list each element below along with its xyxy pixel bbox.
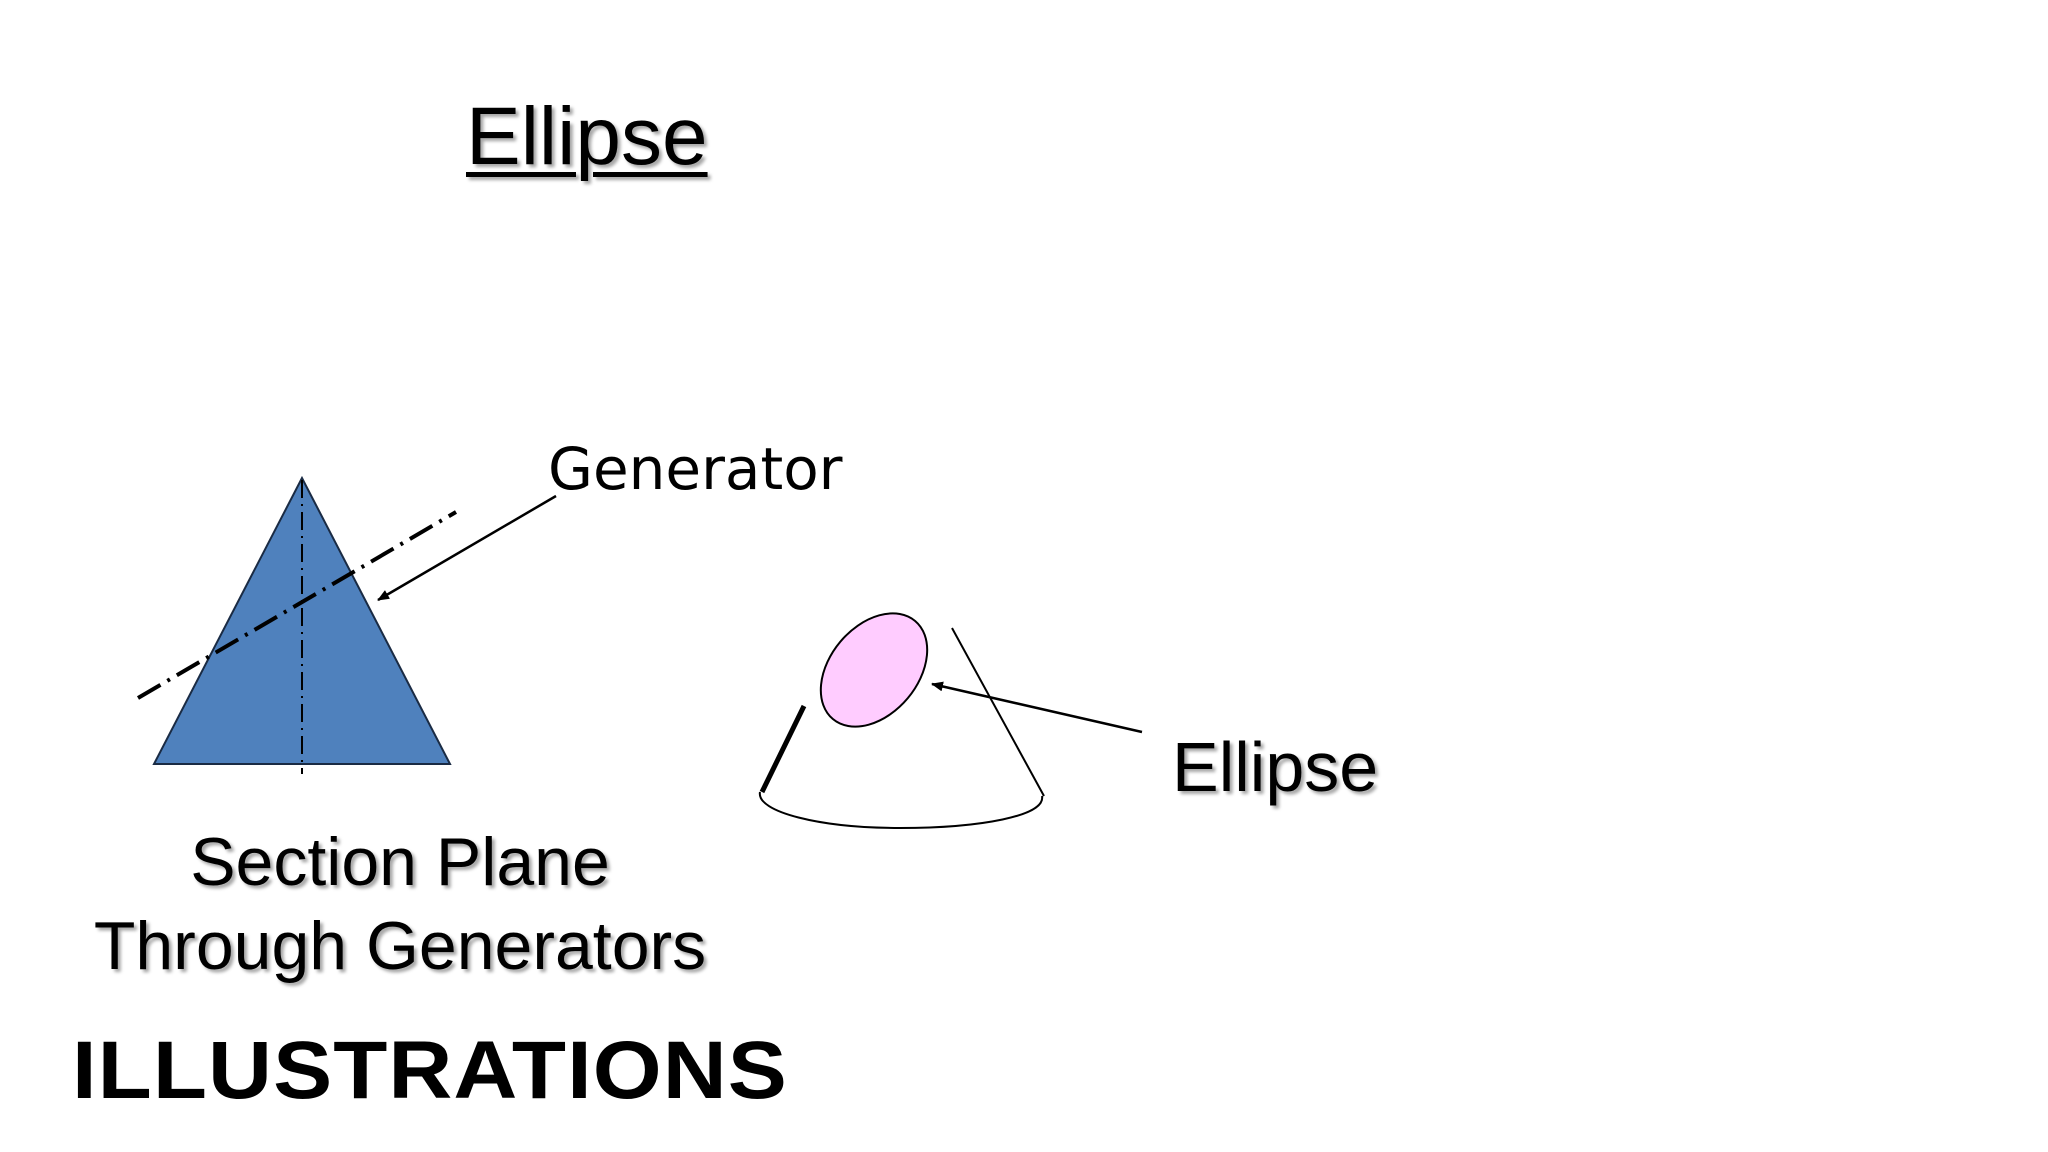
sectioned-cone [758,612,1045,830]
ellipse-section-shape [819,612,929,728]
ellipse-label: Ellipse [1172,728,1379,806]
ellipse-arrow [931,681,1143,734]
cone-base-curve [758,791,1044,830]
section-plane-caption: Section Plane Through Generators [60,820,740,988]
illustrations-heading: ILLUSTRATIONS [72,1025,788,1116]
cone-right-generator [951,627,1045,797]
caption-line-1: Section Plane [190,824,610,900]
section-plane-line [136,510,458,700]
slide-title: Ellipse [466,91,708,182]
caption-line-2: Through Generators [93,908,707,984]
cone-left-generator [759,704,807,794]
generator-arrow [377,494,557,602]
generator-label: Generator [548,435,843,503]
